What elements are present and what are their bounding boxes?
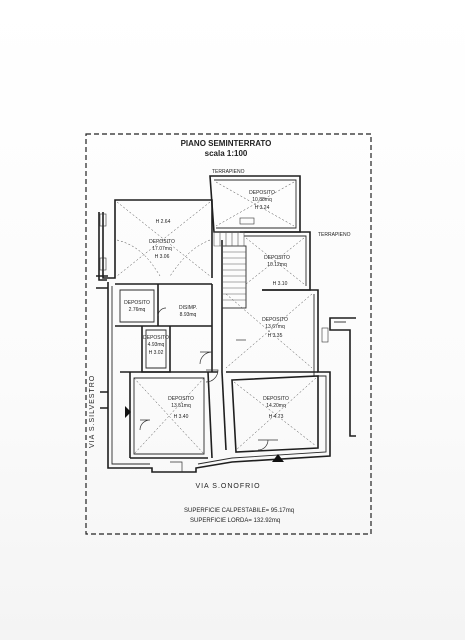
plan-scale: scala 1:100 xyxy=(205,149,248,158)
svg-text:H 3.02: H 3.02 xyxy=(149,350,164,356)
svg-text:10.88mq: 10.88mq xyxy=(252,197,272,203)
svg-text:2.76mq: 2.76mq xyxy=(129,307,146,313)
doors xyxy=(139,307,278,472)
vault-lines xyxy=(116,181,317,455)
staircase xyxy=(213,231,247,309)
wall-markers xyxy=(99,213,329,343)
svg-text:DEPOSITO: DEPOSITO xyxy=(168,396,194,402)
room-w-mid-label: DEPOSITO 4.93mq H 3.02 xyxy=(143,335,169,356)
room-e-label: DEPOSITO 13.67mq H 3.35 xyxy=(262,317,288,339)
svg-text:10.12mq: 10.12mq xyxy=(267,262,287,268)
street-label-left: VIA S.SILVESTRO xyxy=(89,375,96,448)
svg-text:DEPOSITO: DEPOSITO xyxy=(263,396,289,402)
room-nw-label: DEPOSITO 17.07mq H 3.06 xyxy=(149,239,175,260)
svg-text:DISIMP.: DISIMP. xyxy=(179,305,197,311)
room-ne-label: DEPOSITO 10.12mq H 3.10 xyxy=(264,255,290,287)
room-disimp-label: DISIMP. 8.93mq xyxy=(179,305,197,318)
street-label-bottom: VIA S.ONOFRIO xyxy=(195,483,260,490)
svg-text:DEPOSITO: DEPOSITO xyxy=(264,255,290,261)
terrapieno-label-top: TERRAPIENO xyxy=(212,169,245,175)
room-sw-label: DEPOSITO 13.51mq H 3.40 xyxy=(168,396,194,420)
sheet-border xyxy=(85,133,372,535)
plan-title: PIANO SEMINTERRATO xyxy=(181,139,272,148)
entrance-arrow-left xyxy=(125,406,131,418)
outer-walls xyxy=(96,175,356,473)
superficie-calpestabile: SUPERFICIE CALPESTABILE= 95.17mq xyxy=(184,508,294,514)
svg-text:H 3.35: H 3.35 xyxy=(268,333,283,339)
svg-text:13.51mq: 13.51mq xyxy=(171,403,191,409)
terrapieno-label-right: TERRAPIENO xyxy=(318,232,351,238)
interior-walls xyxy=(115,240,319,459)
svg-text:DEPOSITO: DEPOSITO xyxy=(149,239,175,245)
svg-text:DEPOSITO: DEPOSITO xyxy=(262,317,288,323)
svg-text:14.20mq: 14.20mq xyxy=(266,403,286,409)
svg-text:H 3.10: H 3.10 xyxy=(273,281,288,287)
room-se-label: DEPOSITO 14.20mq H 4.73 xyxy=(263,396,289,420)
svg-text:DEPOSITO: DEPOSITO xyxy=(249,190,275,196)
svg-text:17.07mq: 17.07mq xyxy=(152,246,172,252)
svg-text:DEPOSITO: DEPOSITO xyxy=(124,300,150,306)
svg-text:H 3.40: H 3.40 xyxy=(174,414,189,420)
svg-text:4.93mq: 4.93mq xyxy=(148,342,165,348)
svg-text:H 3.24: H 3.24 xyxy=(255,205,270,211)
svg-text:13.67mq: 13.67mq xyxy=(265,324,285,330)
svg-text:8.93mq: 8.93mq xyxy=(180,312,197,318)
room-n-label: DEPOSITO 10.88mq H 3.24 xyxy=(249,190,275,211)
svg-text:H 3.06: H 3.06 xyxy=(155,254,170,260)
room-nw-upper-height: H 2.64 xyxy=(156,219,171,225)
entrance-arrow-bottom xyxy=(272,454,284,462)
svg-text:DEPOSITO: DEPOSITO xyxy=(143,335,169,341)
superficie-lorda: SUPERFICIE LORDA= 132.92mq xyxy=(190,518,280,524)
svg-text:H 4.73: H 4.73 xyxy=(269,414,284,420)
room-w-small-label: DEPOSITO 2.76mq xyxy=(124,300,150,313)
